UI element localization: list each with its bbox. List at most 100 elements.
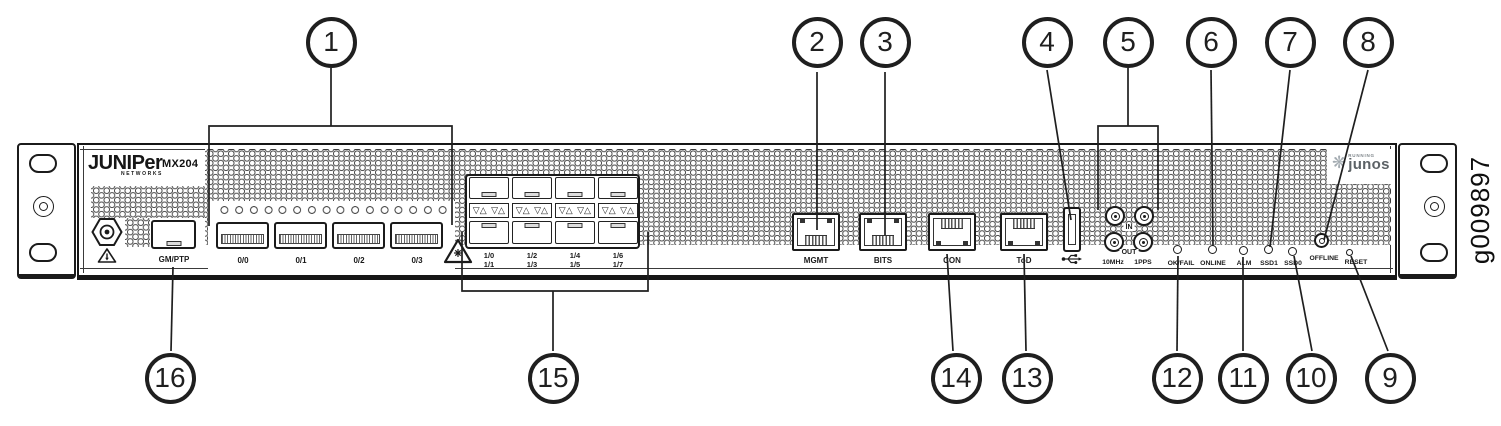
right-ear-screw-slot-bottom [1420,243,1448,262]
rj45-jack [864,218,902,246]
offline-label: OFFLINE [1307,255,1341,262]
online-label: ONLINE [1198,260,1228,267]
callout-2: 2 [791,16,843,68]
sfp-port-1-3 [511,221,552,244]
left-ear-hole [33,196,54,217]
sfp-led-arrows: ▽△ ▽△ [468,202,510,218]
qsfp-status-leds [217,205,276,215]
callout-line-9 [1350,255,1389,352]
sfp-label-1-6: 1/6 [612,251,624,260]
rj45-jack [797,218,835,246]
callout-3: 3 [859,16,911,68]
junos-wordmark: junos [1348,156,1390,173]
faceplate-left-line [83,146,85,273]
callout-line-16 [170,266,174,352]
sfp-label-1-5: 1/5 [569,260,581,269]
callout-line-4 [1046,69,1072,221]
sfp-port-1-0 [468,177,509,199]
sfp-label-col-3: 1/6 1/7 [598,251,639,269]
sfp-label-1-4: 1/4 [569,251,581,260]
sfp-led-arrows: ▽△ ▽△ [597,202,639,218]
sfp-port-1-7 [597,221,638,244]
sfp-label-1-7: 1/7 [612,260,624,269]
qsfp-port-0-1 [274,222,327,249]
model-label: MX204 [162,158,199,170]
callout-12: 12 [1151,352,1203,404]
callout-11: 11 [1217,352,1269,404]
reset-label: RESET [1342,259,1370,266]
reset-button [1346,249,1353,256]
esd-ground-jack [91,218,123,263]
callout-8: 8 [1342,16,1394,68]
callout-4: 4 [1021,16,1073,68]
ok-fail-led [1173,245,1182,254]
left-ear-screw-slot-bottom [29,243,57,262]
sfp-label-col-1: 1/2 1/3 [512,251,553,269]
rj45-jack [1005,218,1043,246]
mgmt-label: MGMT [801,256,831,265]
callout-bracket-5 [1097,125,1159,210]
faceplate-bottom-line [80,268,1393,270]
qsfp-port-0-3 [390,222,443,249]
callout-line-7 [1269,69,1291,248]
sfp-led-arrows: ▽△ ▽△ [511,202,553,218]
alm-label: ALM [1234,260,1254,267]
qsfp-connector [337,234,380,244]
ssd1-label: SSD1 [1258,260,1280,267]
qsfp-label-0-1: 0/1 [293,256,309,265]
callout-bracket-15 [461,232,649,292]
qsfp-status-leds [391,205,450,215]
juniper-wordmark: JUNIPer [88,152,163,174]
callout-6: 6 [1185,16,1237,68]
gm-ptp-label: GM/PTP [156,255,192,264]
qsfp-label-0-0: 0/0 [235,256,251,265]
sfp-port-1-5 [554,221,595,244]
sfp-led-arrows: ▽△ ▽△ [554,202,596,218]
callout-14: 14 [930,352,982,404]
qsfp-connector [221,234,264,244]
callout-line-12 [1176,255,1179,352]
callout-7: 7 [1264,16,1316,68]
vent-hole-pattern-left [91,186,205,218]
junos-logo-backdrop [1327,149,1393,184]
qsfp-label-0-2: 0/2 [351,256,367,265]
10mhz-label: 10MHz [1100,259,1126,266]
callout-line-10 [1293,255,1313,352]
sfp-port-1-1 [468,221,509,244]
ok-fail-label: OK/FAIL [1165,260,1197,267]
callout-16: 16 [144,352,196,404]
right-ear-screw-slot-top [1420,154,1448,173]
qsfp-status-leds [275,205,334,215]
qsfp-port-0-0 [216,222,269,249]
clock-in-label: IN [1123,224,1135,231]
sfp-label-1-0: 1/0 [483,251,495,260]
junos-running-text: RUNNING [1348,153,1375,158]
con-label: CON [941,256,963,265]
tod-port [1000,213,1048,251]
sfp-label-col-0: 1/0 1/1 [469,251,510,269]
callout-line-8 [1323,69,1369,241]
1pps-out-connector [1133,232,1153,252]
gm-ptp-port [151,220,196,249]
qsfp-label-0-3: 0/3 [409,256,425,265]
esd-warning-icon [97,248,117,263]
usb-icon [1061,254,1082,264]
sfp-port-1-2 [511,177,552,199]
left-ear-screw-slot-top [29,154,57,173]
ssd0-led [1288,247,1297,256]
sfp-port-1-6 [597,177,638,199]
callout-line-14 [946,253,954,352]
callout-line-13 [1023,253,1027,352]
callout-line-6 [1210,69,1214,247]
console-port [928,213,976,251]
sfp-label-1-2: 1/2 [526,251,538,260]
clock-out-label: OUT [1119,249,1139,256]
ssd0-label: SSD0 [1282,260,1304,267]
qsfp-port-0-2 [332,222,385,249]
juniper-networks-text: NETWORKS [121,171,163,177]
usb-port [1063,207,1081,252]
10mhz-out-connector [1104,232,1124,252]
vent-hole-patch [125,218,150,247]
